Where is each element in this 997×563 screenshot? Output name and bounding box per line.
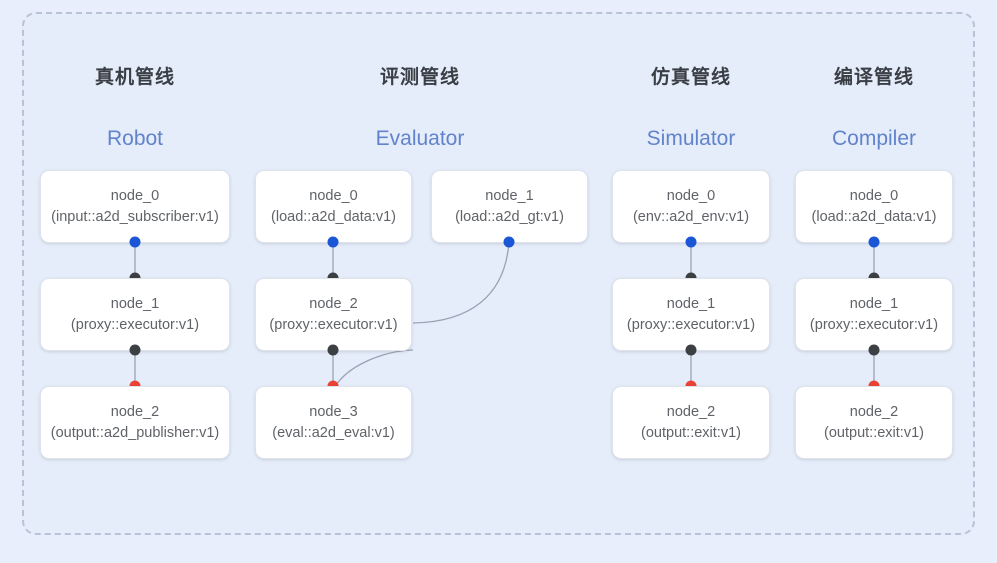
node-id: node_0 [666,187,716,204]
node-id: node_1 [485,187,534,204]
node-id: node_1 [666,295,716,312]
node-type: (load::a2d_data:v1) [811,209,937,225]
node-type: (eval::a2d_eval:v1) [272,425,395,441]
node-robot-0[interactable]: node_0 (input::a2d_subscriber:v1) [40,170,230,243]
port-output-evaluator-1[interactable] [503,236,515,248]
node-id: node_0 [849,187,899,204]
node-type: (proxy::executor:v1) [809,317,939,333]
node-type: (output::exit:v1) [641,425,741,441]
node-type: (proxy::executor:v1) [626,317,756,333]
column-en-title: Robot [106,127,164,150]
node-type: (load::a2d_data:v1) [271,209,396,225]
column-cn-title: 评测管线 [379,67,460,88]
node-type: (load::a2d_gt:v1) [455,209,564,225]
node-id: node_1 [110,295,160,312]
column-cn-title: 真机管线 [94,67,176,88]
column-en-title: Compiler [831,127,917,150]
node-type: (input::a2d_subscriber:v1) [51,209,219,225]
port-output-simulator-0[interactable] [685,236,697,248]
node-compiler-2[interactable]: node_2 (output::exit:v1) [795,386,953,459]
node-evaluator-3[interactable]: node_3 (eval::a2d_eval:v1) [255,386,412,459]
node-simulator-0[interactable]: node_0 (env::a2d_env:v1) [612,170,770,243]
node-id: node_1 [849,295,899,312]
column-en-title: Simulator [646,127,736,150]
node-evaluator-2[interactable]: node_2 (proxy::executor:v1) [255,278,412,351]
node-compiler-0[interactable]: node_0 (load::a2d_data:v1) [795,170,953,243]
node-id: node_0 [110,187,160,204]
node-id: node_0 [309,187,358,204]
port-output-compiler-0[interactable] [868,236,880,248]
node-type: (env::a2d_env:v1) [632,209,750,225]
column-en-title: Evaluator [375,127,465,150]
column-cn-title: 编译管线 [833,67,914,88]
node-evaluator-1[interactable]: node_1 (load::a2d_gt:v1) [431,170,588,243]
node-evaluator-0[interactable]: node_0 (load::a2d_data:v1) [255,170,412,243]
column-cn-title: 仿真管线 [650,67,732,88]
port-output-compiler-1[interactable] [868,344,880,356]
node-id: node_2 [849,403,899,420]
column-header-evaluator: 评测管线 Evaluator [376,62,465,151]
port-output-robot-1[interactable] [129,344,141,356]
node-type: (proxy::executor:v1) [70,317,200,333]
column-header-compiler: 编译管线 Compiler [832,62,916,151]
column-header-robot: 真机管线 Robot [95,62,175,151]
port-output-robot-0[interactable] [129,236,141,248]
node-id: node_2 [309,295,358,312]
node-id: node_2 [110,403,160,420]
node-compiler-1[interactable]: node_1 (proxy::executor:v1) [795,278,953,351]
node-simulator-1[interactable]: node_1 (proxy::executor:v1) [612,278,770,351]
node-type: (proxy::executor:v1) [269,317,398,333]
node-type: (output::a2d_publisher:v1) [50,425,220,441]
node-robot-1[interactable]: node_1 (proxy::executor:v1) [40,278,230,351]
node-robot-2[interactable]: node_2 (output::a2d_publisher:v1) [40,386,230,459]
column-header-simulator: 仿真管线 Simulator [647,62,736,151]
node-id: node_3 [309,403,358,420]
port-output-evaluator-2[interactable] [327,344,339,356]
node-simulator-2[interactable]: node_2 (output::exit:v1) [612,386,770,459]
port-output-evaluator-0[interactable] [327,236,339,248]
node-id: node_2 [666,403,716,420]
node-type: (output::exit:v1) [824,425,924,441]
port-output-simulator-1[interactable] [685,344,697,356]
